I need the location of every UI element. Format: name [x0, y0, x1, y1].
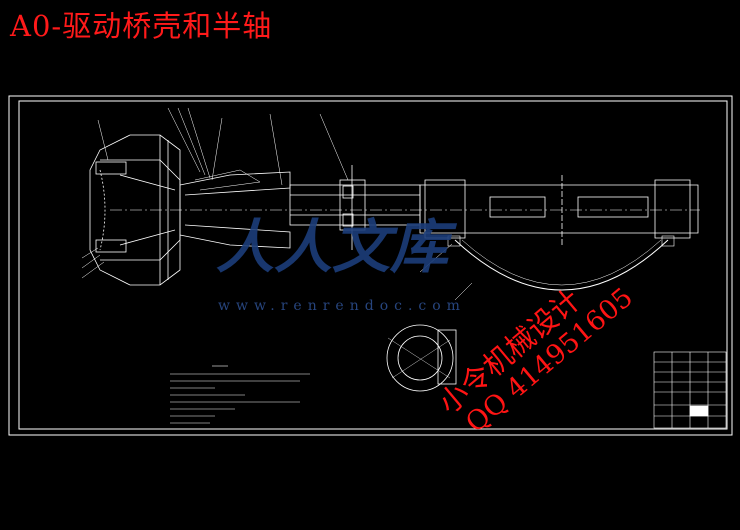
inner-frame [18, 100, 728, 430]
banjo-bowl [454, 239, 669, 291]
watermark-logo: 人人文库 [216, 213, 449, 281]
outer-frame [8, 95, 733, 436]
hub-assembly [89, 134, 181, 286]
leader-lines [81, 107, 473, 301]
title-block [653, 351, 727, 429]
axle-housing [110, 165, 700, 250]
section-view [386, 324, 457, 392]
requirements-block [170, 365, 310, 424]
drawing-title: A0-驱动桥壳和半轴 [10, 9, 273, 43]
watermark-url: www.renrendoc.com [218, 298, 466, 314]
